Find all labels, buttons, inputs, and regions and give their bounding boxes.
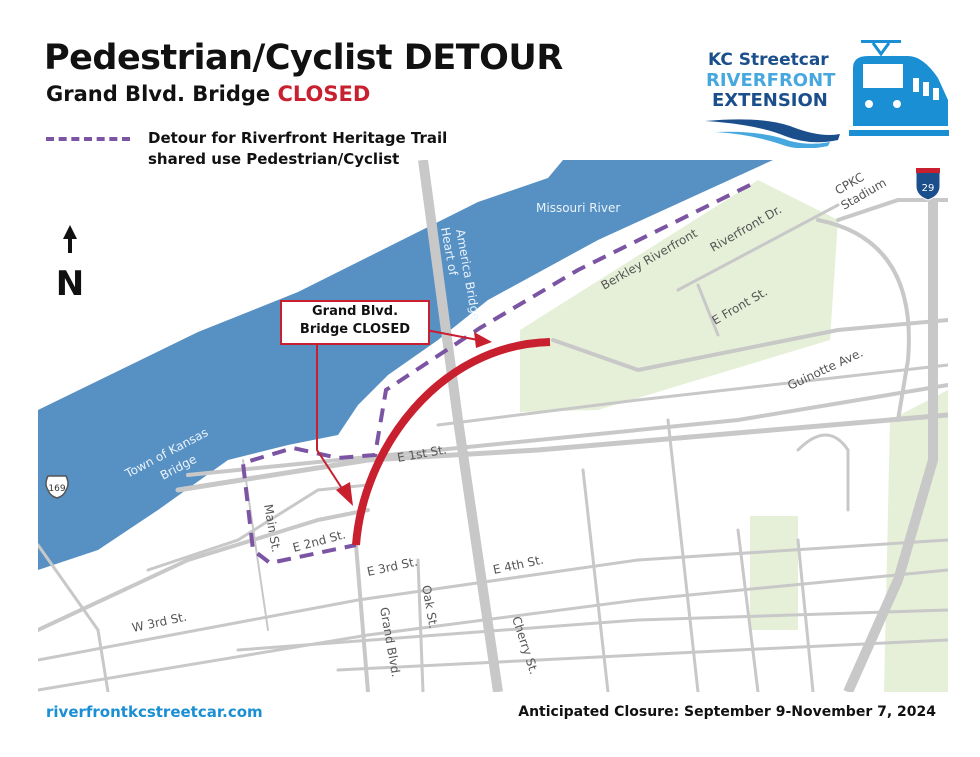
- logo-line3: EXTENSION: [712, 90, 828, 111]
- page-subtitle: Grand Blvd. Bridge CLOSED: [46, 82, 370, 106]
- heart-of-america-bridge: [418, 160, 503, 692]
- kc-streetcar-logo: KC Streetcar RIVERFRONT EXTENSION: [700, 38, 950, 148]
- legend-line2: shared use Pedestrian/Cyclist: [148, 150, 400, 168]
- svg-text:N: N: [56, 264, 84, 300]
- label-e-2nd-st: E 2nd St.: [291, 527, 347, 555]
- callout-arrow-1-head: [474, 332, 492, 348]
- callout-arrow-1: [425, 329, 479, 341]
- status-closed: CLOSED: [277, 82, 371, 106]
- park-area-berkley: [520, 180, 838, 412]
- park-area-south: [750, 516, 798, 630]
- label-oak-st: Oak St.: [419, 584, 440, 629]
- subtitle-bridge: Grand Blvd. Bridge: [46, 82, 271, 106]
- label-main-st: Main St.: [261, 503, 283, 553]
- north-arrow: N: [55, 225, 85, 304]
- label-cherry-st: Cherry St.: [509, 615, 541, 676]
- callout-line1: Grand Blvd.: [311, 304, 399, 319]
- bridge-closed-callout: Grand Blvd. Bridge CLOSED: [280, 300, 430, 345]
- closed-grand-blvd-bridge: [352, 338, 551, 546]
- label-e-1st-st: E 1st St.: [396, 442, 448, 464]
- svg-text:29: 29: [922, 183, 935, 194]
- streets: [38, 198, 948, 692]
- detour-legend-swatch: [46, 137, 130, 141]
- wave-icon: [705, 119, 840, 148]
- label-guinotte-ave: Guinotte Ave.: [785, 346, 865, 393]
- logo-line2: RIVERFRONT: [706, 70, 836, 91]
- label-w-3rd-st: W 3rd St.: [131, 610, 188, 635]
- callout-arrow-2-head: [336, 482, 353, 506]
- streetcar-icon: [705, 40, 949, 148]
- legend-line1: Detour for Riverfront Heritage Trail: [148, 129, 448, 147]
- website-link[interactable]: riverfrontkcstreetcar.com: [46, 703, 263, 721]
- legend: Detour for Riverfront Heritage Trail sha…: [46, 128, 447, 170]
- callout-arrow-2: [316, 340, 344, 491]
- interstate-29: [843, 200, 938, 692]
- detour-route: [240, 183, 751, 566]
- logo-line1: KC Streetcar: [708, 50, 829, 70]
- page-title: Pedestrian/Cyclist DETOUR: [44, 38, 563, 78]
- interstate-29-shield: 29: [915, 167, 941, 201]
- label-missouri-river: Missouri River: [536, 201, 620, 215]
- missouri-river: [38, 160, 773, 570]
- us-169-shield: 169: [45, 475, 69, 499]
- label-e-3rd-st: E 3rd St.: [366, 555, 419, 579]
- closure-dates: Anticipated Closure: September 9-Novembe…: [518, 704, 936, 720]
- svg-text:169: 169: [48, 484, 65, 494]
- train-icon: [849, 40, 949, 136]
- callout-line2: Bridge CLOSED: [299, 322, 411, 337]
- north-arrow-icon: N: [56, 225, 84, 304]
- detour-map: 169 29 Missouri River Heart of America B…: [38, 160, 948, 692]
